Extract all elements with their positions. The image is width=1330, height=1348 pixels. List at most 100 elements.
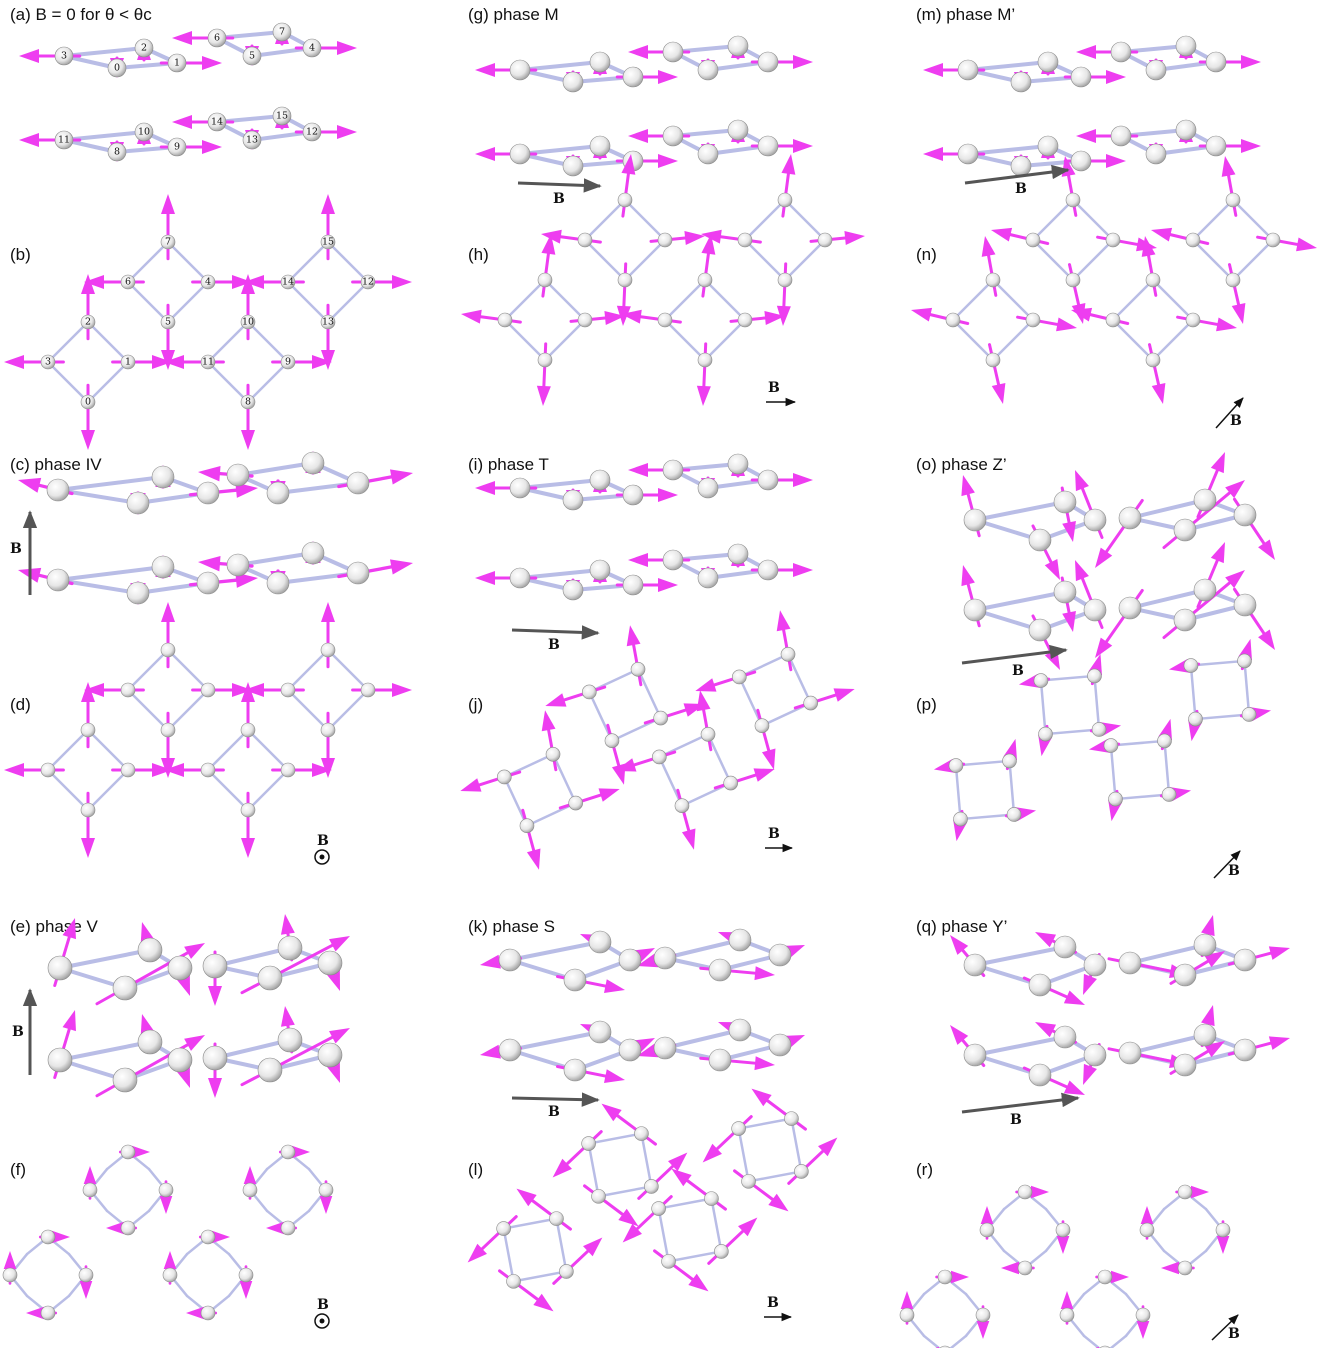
atom [267, 572, 289, 594]
atom [1111, 126, 1131, 146]
bond [708, 734, 731, 783]
atom [698, 144, 718, 164]
field-label: B [548, 1104, 560, 1120]
bond [88, 322, 128, 362]
atom [1034, 674, 1048, 688]
atom [497, 1222, 511, 1236]
bond [665, 320, 705, 360]
spin-arrow-head [161, 602, 175, 622]
atom [564, 1059, 586, 1081]
atom [958, 60, 978, 80]
atom [197, 482, 219, 504]
spin-arrow-head [184, 1035, 205, 1051]
spin-arrow-head [1201, 1005, 1215, 1026]
spin-arrow-head [1106, 70, 1126, 84]
spin-arrow-head [961, 565, 975, 586]
atom [1176, 120, 1196, 140]
site-number: 6 [214, 33, 220, 44]
panel-e-structure-bottom [48, 1006, 350, 1098]
atom [1098, 1270, 1112, 1284]
spin-arrow-head [1232, 303, 1246, 324]
bond [128, 690, 168, 730]
spin-arrow-head [1201, 915, 1215, 936]
spin-arrow-head [392, 275, 412, 289]
atom [1071, 67, 1091, 87]
bond [58, 477, 163, 490]
atom [1194, 489, 1216, 511]
spin-arrow-head [961, 475, 975, 496]
spin-arrow-head [241, 430, 255, 450]
field-label: B [1015, 181, 1027, 197]
atom [563, 580, 583, 600]
spin-arrow-head [244, 1166, 257, 1184]
site-number: 5 [165, 317, 171, 328]
panel-j-structure [460, 610, 854, 869]
atom [804, 696, 818, 710]
atom [510, 568, 530, 588]
atom [729, 1019, 751, 1041]
spin-arrow-head [537, 386, 551, 406]
spin-arrow-head [475, 147, 495, 161]
atom [1056, 1223, 1070, 1237]
panel-r-structure [900, 1185, 1230, 1348]
atom [728, 454, 748, 474]
atom [738, 233, 752, 247]
bond [328, 650, 368, 690]
field-arrow: B [764, 1295, 791, 1317]
spin-arrow-head [1258, 539, 1275, 560]
spin-arrow-head [1035, 1022, 1056, 1037]
atom [709, 1049, 731, 1071]
panel-label-g: (g) phase M [468, 5, 559, 24]
spin-arrow-head [1269, 946, 1290, 960]
spin-arrow-head [793, 139, 813, 153]
panel-k-structure-top [480, 929, 805, 993]
atom [964, 954, 986, 976]
bond [288, 650, 328, 690]
atom [227, 554, 249, 576]
atom [569, 796, 583, 810]
bond [1244, 661, 1249, 715]
atom [1054, 491, 1076, 513]
spin-arrow-head [1075, 560, 1089, 581]
spin-arrow-head [844, 231, 865, 245]
bond [1084, 1336, 1105, 1348]
atom [589, 931, 611, 953]
atom [258, 1058, 282, 1082]
atom [318, 951, 342, 975]
field-arrow: B [512, 630, 598, 653]
atom [563, 72, 583, 92]
spin-arrow-head [81, 430, 95, 450]
bond [48, 770, 88, 810]
bond [208, 362, 248, 402]
bond [238, 553, 313, 565]
site-number: 13 [246, 135, 258, 146]
bond [208, 770, 248, 810]
atom [47, 569, 69, 591]
site-number: 4 [309, 43, 315, 54]
spin-arrow-head [19, 49, 39, 63]
atom [663, 550, 683, 570]
spin-arrow-head [480, 955, 501, 969]
panel-label-h: (h) [468, 245, 489, 264]
bond [248, 362, 288, 402]
field-label: B [10, 541, 22, 557]
atom [510, 144, 530, 164]
spin-arrow-head [671, 1169, 691, 1187]
spin-arrow-head [762, 749, 776, 770]
atom [619, 1039, 641, 1061]
atom [1071, 151, 1091, 171]
atom [758, 52, 778, 72]
atom [1178, 1185, 1192, 1199]
spin-arrow-head [542, 710, 556, 731]
atom [938, 1270, 952, 1284]
site-number: 0 [85, 397, 91, 408]
bond [1164, 741, 1169, 795]
site-number: 2 [141, 43, 147, 54]
panel-f-structure [3, 1145, 333, 1320]
bond [1233, 240, 1273, 280]
bond [545, 320, 585, 360]
atom [163, 1268, 177, 1282]
atom [662, 1254, 676, 1268]
atom [758, 136, 778, 156]
atom [1066, 193, 1080, 207]
